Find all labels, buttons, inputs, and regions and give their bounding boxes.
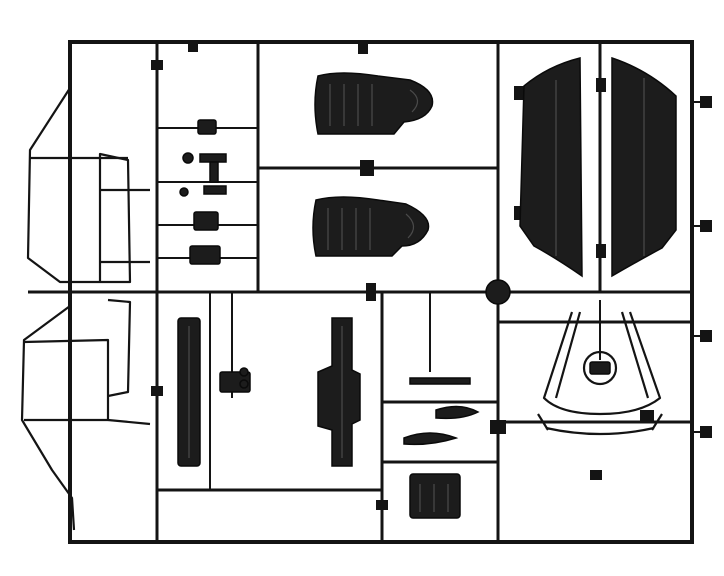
rail-part-left [177, 317, 201, 467]
center-small-parts [403, 377, 480, 519]
bracket-part [219, 367, 251, 393]
door-panel-lower [20, 298, 151, 531]
sprue-hub [485, 279, 511, 305]
fender-panel-left [519, 57, 583, 278]
seat-lower [312, 196, 430, 257]
fender-panel-right [611, 56, 677, 278]
rail-part-right [317, 317, 361, 467]
seat-upper [314, 72, 434, 135]
arch-part [537, 300, 663, 436]
small-parts-column [179, 119, 227, 265]
door-panel-upper [26, 87, 150, 284]
gate-nubs [151, 42, 712, 510]
